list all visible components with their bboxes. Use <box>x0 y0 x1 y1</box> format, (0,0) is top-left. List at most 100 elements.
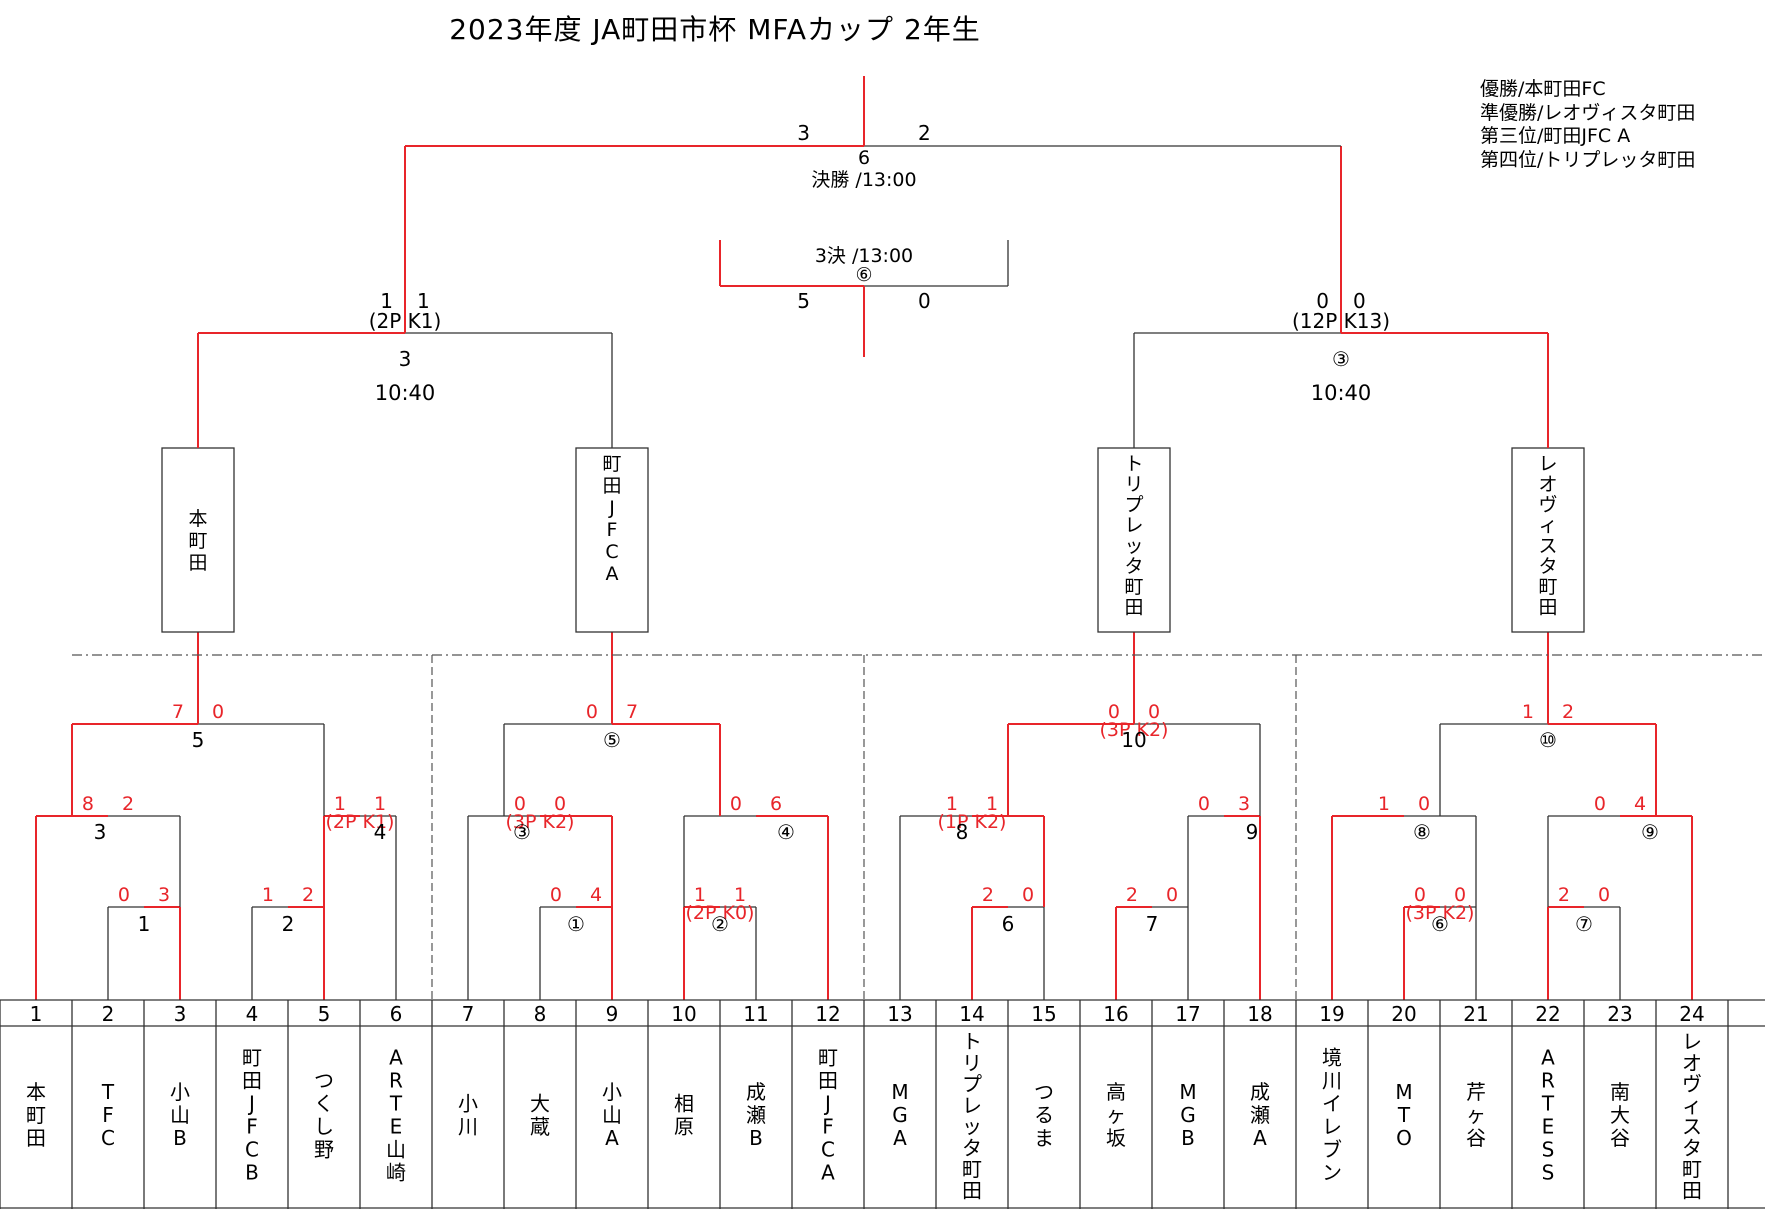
m10-pk-label: (3P K2) <box>1100 719 1169 741</box>
group-winner-4-char: 町 <box>1538 576 1557 598</box>
third-score-left: 5 <box>797 289 810 313</box>
m10-score-right: 0 <box>1148 701 1160 723</box>
team-name-char: 野 <box>314 1138 334 1162</box>
m4-score-right: 1 <box>374 793 386 815</box>
group-winner-1-char: 田 <box>188 552 207 574</box>
team-name-char: つ <box>314 1069 334 1093</box>
team-name-char: ブ <box>1322 1138 1342 1162</box>
sf1-time: 10:40 <box>375 381 436 405</box>
group-winner-4-char: ィ <box>1538 515 1557 537</box>
m3-score-left: 8 <box>82 793 94 815</box>
team-name-char: 高 <box>1106 1080 1126 1104</box>
c7-score-right: 0 <box>1598 884 1610 906</box>
standing-runner-up: 準優勝/レオヴィスタ町田 <box>1480 101 1696 124</box>
m9-score-right: 3 <box>1238 793 1250 815</box>
team-name-char: プ <box>962 1072 982 1096</box>
c6-score-left: 0 <box>1414 884 1426 906</box>
team-name-char: 川 <box>1322 1069 1342 1093</box>
team-name-char: 原 <box>674 1115 694 1139</box>
m8-pk-label: (1P K2) <box>938 811 1007 833</box>
team-name-char: C <box>821 1138 835 1162</box>
team-name-char: A <box>389 1046 403 1070</box>
group-winner-4-char: タ <box>1538 556 1557 578</box>
team-name-char: オ <box>1682 1051 1702 1075</box>
m1-match-no: 1 <box>138 912 151 936</box>
sf2-score-right: 0 <box>1353 289 1366 313</box>
group-winner-2-char: J <box>608 497 615 519</box>
team-name-char: T <box>101 1080 115 1104</box>
m8-score-right: 1 <box>986 793 998 815</box>
c2-score-left: 1 <box>694 884 706 906</box>
c7-match-no: ⑦ <box>1575 912 1593 936</box>
m9-match-no: 9 <box>1246 820 1259 844</box>
group-winner-4-char: ヴ <box>1538 494 1557 516</box>
group-winner-3-char: リ <box>1124 474 1143 496</box>
team-name-char: 田 <box>1682 1178 1702 1202</box>
team-name-char: T <box>389 1092 403 1116</box>
sf2-score-left: 0 <box>1316 289 1329 313</box>
team-number: 17 <box>1175 1002 1200 1026</box>
m2-match-no: 2 <box>282 912 295 936</box>
team-name-char: A <box>821 1161 835 1185</box>
c8-score-right: 0 <box>1418 793 1430 815</box>
c9-score-left: 0 <box>1594 793 1606 815</box>
standing-champion: 優勝/本町田FC <box>1480 78 1606 100</box>
m1-score-left: 0 <box>118 884 130 906</box>
final-score-right: 2 <box>918 121 931 145</box>
team-name-char: 芹 <box>1466 1080 1486 1104</box>
sf1-match-no: 3 <box>399 347 412 371</box>
team-name-char: 崎 <box>386 1161 406 1185</box>
team-name-char: F <box>822 1115 834 1139</box>
team-name-char: M <box>891 1080 908 1104</box>
team-name-char: 町 <box>242 1046 262 1070</box>
team-name-char: 田 <box>26 1126 46 1150</box>
team-name-char: ト <box>962 1030 982 1054</box>
group-winner-3-char: プ <box>1124 494 1143 516</box>
group-winner-2-char: C <box>605 541 618 563</box>
group-winner-2-char: 田 <box>602 475 621 497</box>
team-name-char: 南 <box>1610 1080 1630 1104</box>
team-name-char: T <box>1397 1103 1411 1127</box>
m10-score-left: 0 <box>1108 701 1120 723</box>
team-name-char: ヶ <box>1466 1103 1486 1127</box>
team-name-char: M <box>1395 1080 1412 1104</box>
c5-score-right: 7 <box>626 701 638 723</box>
team-name-char: 町 <box>962 1157 982 1181</box>
team-name-char: R <box>389 1069 403 1093</box>
team-name-char: く <box>314 1092 334 1116</box>
group-winner-1-char: 本 <box>188 508 207 530</box>
team-number: 3 <box>174 1002 187 1026</box>
m3-score-right: 2 <box>122 793 134 815</box>
team-name-char: O <box>1396 1126 1412 1150</box>
c2-score-right: 1 <box>734 884 746 906</box>
team-number: 20 <box>1391 1002 1416 1026</box>
c9-match-no: ⑨ <box>1641 820 1659 844</box>
team-name-char: 大 <box>1610 1103 1630 1127</box>
c5-match-no: ⑤ <box>603 728 621 752</box>
team-name-char: E <box>1542 1115 1555 1139</box>
group-winner-3-char: ト <box>1124 453 1143 475</box>
team-name-char: 成 <box>746 1080 766 1104</box>
team-name-char: 田 <box>242 1069 262 1093</box>
team-name-char: リ <box>962 1051 982 1075</box>
team-name-char: A <box>1541 1046 1555 1070</box>
team-name-char: B <box>749 1126 763 1150</box>
c10-score-left: 1 <box>1522 701 1534 723</box>
team-name-char: 瀬 <box>1250 1103 1270 1127</box>
sf2-time: 10:40 <box>1311 381 1372 405</box>
c6-match-no: ⑥ <box>1431 912 1449 936</box>
m10-match-no: 10 <box>1121 728 1146 752</box>
team-number: 18 <box>1247 1002 1272 1026</box>
team-number: 13 <box>887 1002 912 1026</box>
team-name-char: 境 <box>1322 1046 1342 1070</box>
team-number: 22 <box>1535 1002 1560 1026</box>
c4-score-left: 0 <box>730 793 742 815</box>
group-winner-3-char: レ <box>1124 515 1143 537</box>
team-name-char: る <box>1034 1103 1054 1127</box>
standing-fourth-place: 第四位/トリプレッタ町田 <box>1480 148 1696 171</box>
c4-score-right: 6 <box>770 793 782 815</box>
team-name-char: ッ <box>962 1115 982 1139</box>
team-name-char: 小 <box>602 1080 622 1104</box>
m8-score-left: 1 <box>946 793 958 815</box>
final-match-no: 6 <box>858 147 870 169</box>
